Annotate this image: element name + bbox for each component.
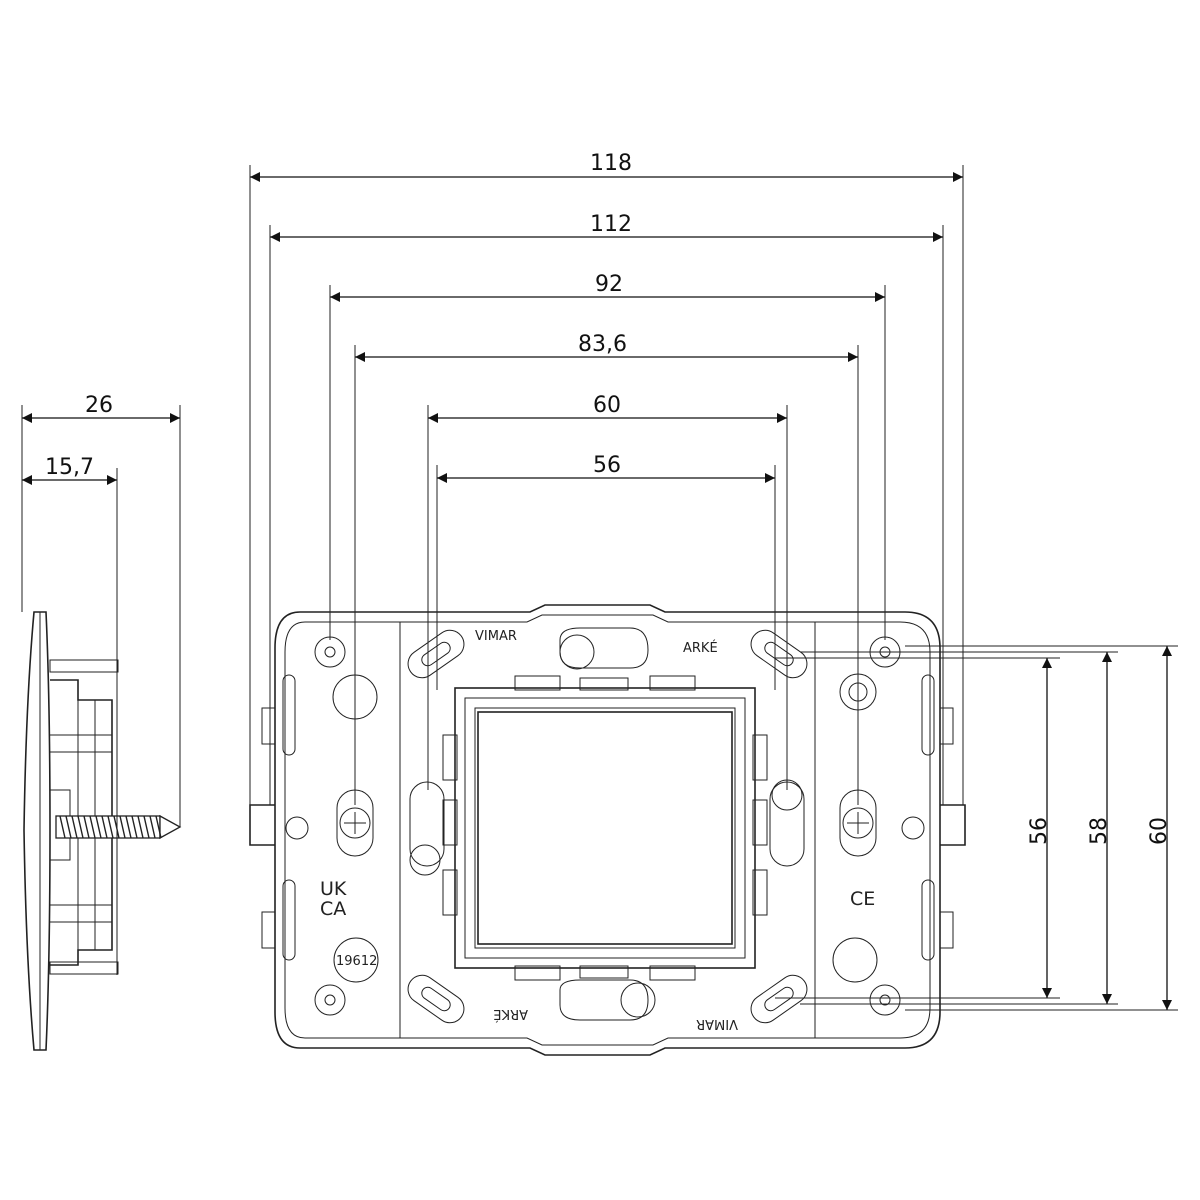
dim-118: 118 xyxy=(590,151,632,176)
dim-26: 26 xyxy=(85,393,113,418)
brand-top: VIMAR xyxy=(475,629,517,644)
dim-92: 92 xyxy=(595,272,623,297)
dim-112: 112 xyxy=(590,212,632,237)
screw-icon xyxy=(55,814,182,840)
ce-mark: CE xyxy=(850,888,875,910)
product-code: 19612 xyxy=(336,954,377,969)
module-cage xyxy=(442,675,768,981)
ukca-mark-line1: UK xyxy=(320,878,347,900)
dim-58-height: 58 xyxy=(1087,817,1112,845)
dimension-lines: 118 112 92 83,6 60 56 26 15,7 56 58 60 xyxy=(21,151,1178,1011)
dim-56-height: 56 xyxy=(1027,817,1052,845)
series-top: ARKÉ xyxy=(683,640,718,656)
dim-60-height: 60 xyxy=(1147,817,1172,845)
dim-83-6: 83,6 xyxy=(578,332,627,357)
screw-head-icon xyxy=(336,789,877,857)
series-bottom: ARKÉ xyxy=(493,1006,528,1022)
dim-15-7: 15,7 xyxy=(45,455,94,480)
dim-56-width: 56 xyxy=(593,453,621,478)
ukca-mark-line2: CA xyxy=(320,898,346,920)
brand-bottom: VIMAR xyxy=(696,1016,738,1031)
side-view xyxy=(23,611,182,1051)
front-view-frame: VIMAR ARKÉ VIMAR ARKÉ UK CA CE 19612 xyxy=(249,604,966,1056)
dim-60-width: 60 xyxy=(593,393,621,418)
